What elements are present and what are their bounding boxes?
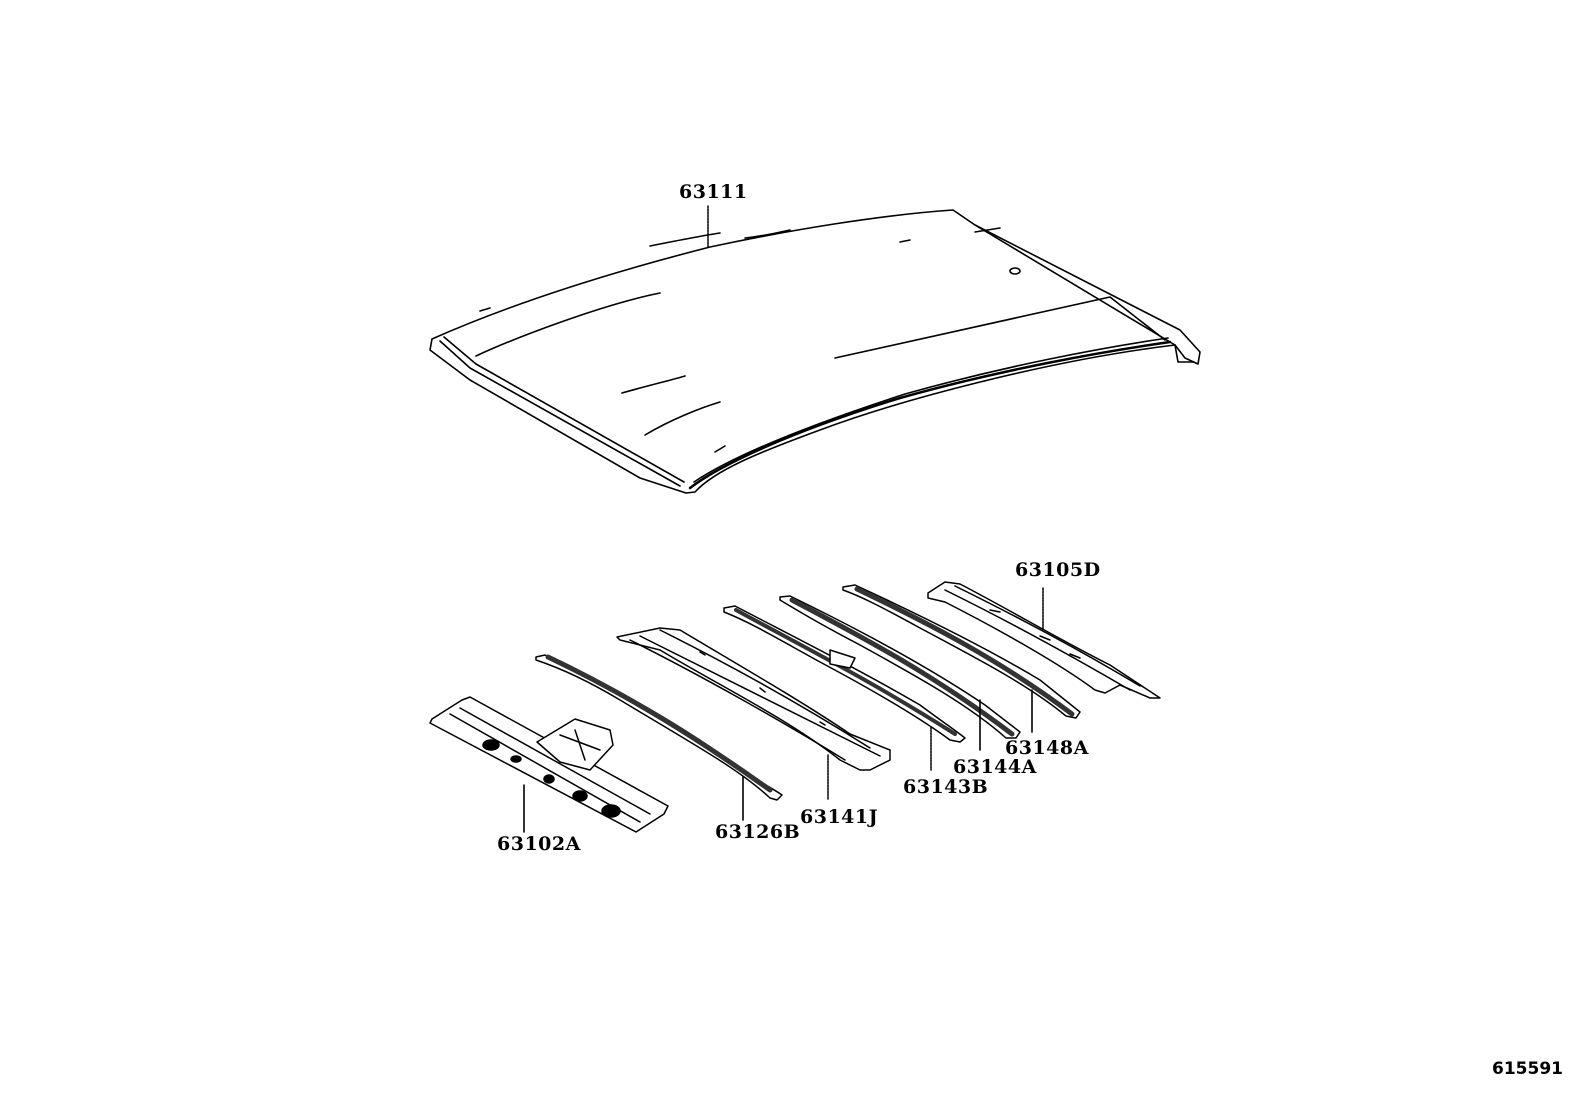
part-label-63102a[interactable]: 63102A — [497, 833, 581, 855]
part-label-63144a[interactable]: 63144A — [953, 756, 1037, 778]
bow-63144a-drawing — [779, 595, 1021, 751]
front-header-drawing — [429, 696, 669, 833]
bow-63141j-drawing — [616, 627, 891, 801]
part-label-63143b[interactable]: 63143B — [903, 776, 989, 798]
bow-63126b-drawing — [535, 654, 783, 821]
diagram-reference-number: 615591 — [1492, 1059, 1563, 1079]
bow-63143b-drawing — [723, 605, 966, 771]
bow-63148a-drawing — [842, 584, 1081, 733]
part-label-63105d[interactable]: 63105D — [1015, 559, 1101, 581]
part-label-63141j[interactable]: 63141J — [800, 806, 879, 828]
part-label-63148a[interactable]: 63148A — [1005, 737, 1089, 759]
part-label-63126b[interactable]: 63126B — [715, 821, 801, 843]
rear-header-drawing — [927, 581, 1161, 699]
roof-panel-drawing — [429, 205, 1201, 494]
part-label-63111[interactable]: 63111 — [679, 181, 748, 203]
